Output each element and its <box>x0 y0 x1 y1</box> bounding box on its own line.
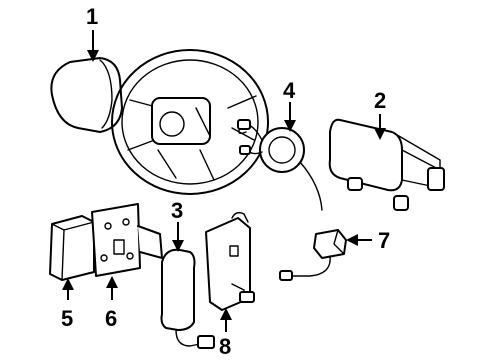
callout-1: 1 <box>86 4 98 29</box>
side-airbag-module <box>160 248 215 349</box>
leader-lines <box>62 30 386 332</box>
callout-5: 5 <box>61 306 73 331</box>
passenger-airbag-module <box>328 118 445 211</box>
callout-2: 2 <box>374 88 386 113</box>
sensor-with-harness <box>279 229 347 281</box>
callout-4: 4 <box>283 78 296 103</box>
airbag-module-cover <box>50 57 123 133</box>
callout-8: 8 <box>219 334 231 359</box>
callout-6: 6 <box>105 306 117 331</box>
clockspring <box>237 119 323 211</box>
side-impact-sensor <box>205 211 255 311</box>
diagnostic-module <box>49 215 95 281</box>
crash-sensor-bracket <box>91 203 163 277</box>
steering-wheel <box>111 49 269 195</box>
callout-3: 3 <box>171 198 183 223</box>
callout-7: 7 <box>378 228 390 253</box>
